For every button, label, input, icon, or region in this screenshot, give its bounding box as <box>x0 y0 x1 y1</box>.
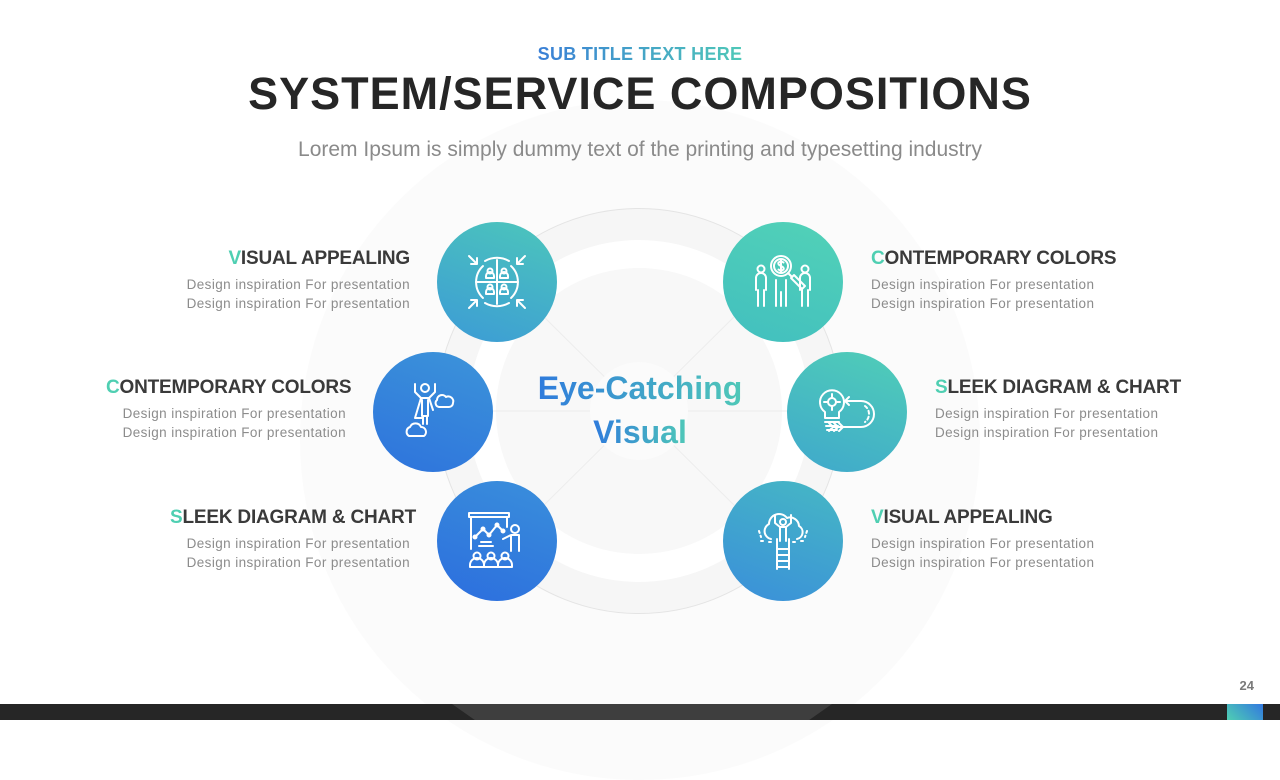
node-contemporary-colors-mid[interactable] <box>373 352 493 472</box>
node-visual-appealing-top[interactable] <box>437 222 557 342</box>
page-number: 24 <box>1239 678 1254 693</box>
teamwork-globe-icon <box>468 255 526 309</box>
item-sleek-diagram-bottom: SLEEK DIAGRAM & CHART Design inspiration… <box>170 507 416 572</box>
item-heading: SLEEK DIAGRAM & CHART <box>170 507 416 529</box>
page-title: SYSTEM/SERVICE COMPOSITIONS <box>248 68 1032 119</box>
item-desc-line: Design inspiration For presentation <box>935 425 1159 440</box>
money-search-people-icon <box>755 255 811 307</box>
item-heading-rest: LEEK DIAGRAM & CHART <box>947 377 1181 398</box>
item-desc-line: Design inspiration For presentation <box>122 406 346 421</box>
footer-shade <box>452 704 832 720</box>
item-contemporary-colors-top: CONTEMPORARY COLORS Design inspiration F… <box>871 248 1117 313</box>
superhero-cloud-icon <box>405 383 455 437</box>
center-line-1: Eye-Catching <box>537 370 743 406</box>
item-heading-rest: ONTEMPORARY COLORS <box>119 377 352 398</box>
item-heading: CONTEMPORARY COLORS <box>871 248 1117 270</box>
lightbulb-target-arrow-icon <box>819 389 875 432</box>
node-contemporary-colors-top[interactable] <box>723 222 843 342</box>
center-core <box>590 362 688 460</box>
item-desc-line: Design inspiration For presentation <box>186 536 410 551</box>
item-desc-line: Design inspiration For presentation <box>871 277 1095 292</box>
item-desc-line: Design inspiration For presentation <box>935 406 1159 421</box>
item-initial: V <box>871 507 884 528</box>
item-desc-line: Design inspiration For presentation <box>186 555 410 570</box>
item-heading: SLEEK DIAGRAM & CHART <box>935 377 1181 399</box>
item-heading: VISUAL APPEALING <box>170 248 410 270</box>
subtitle: SUB TITLE TEXT HERE <box>537 44 743 64</box>
item-desc-line: Design inspiration For presentation <box>186 277 410 292</box>
item-initial: V <box>228 248 241 269</box>
item-initial: C <box>871 248 885 269</box>
cloud-ladder-success-icon <box>758 513 808 570</box>
item-heading: VISUAL APPEALING <box>871 507 1111 529</box>
item-desc-line: Design inspiration For presentation <box>871 296 1095 311</box>
item-desc-line: Design inspiration For presentation <box>871 555 1095 570</box>
item-contemporary-colors-mid: CONTEMPORARY COLORS Design inspiration F… <box>106 377 352 442</box>
item-heading-rest: ISUAL APPEALING <box>240 248 410 269</box>
item-visual-appealing-top: VISUAL APPEALING Design inspiration For … <box>170 248 411 313</box>
center-line-2: Visual <box>593 414 687 450</box>
footer-accent-chip <box>1227 704 1263 720</box>
node-visual-appealing-bottom[interactable] <box>723 481 843 601</box>
node-sleek-diagram-bottom[interactable] <box>437 481 557 601</box>
center-label: Eye-Catching Visual <box>500 366 780 454</box>
item-heading-rest: ISUAL APPEALING <box>883 507 1053 528</box>
node-sleek-diagram-mid[interactable] <box>787 352 907 472</box>
item-sleek-diagram-mid: SLEEK DIAGRAM & CHART Design inspiration… <box>935 377 1181 442</box>
item-heading: CONTEMPORARY COLORS <box>106 377 352 399</box>
item-initial: S <box>170 507 183 528</box>
lead-text: Lorem Ipsum is simply dummy text of the … <box>298 138 982 161</box>
item-desc-line: Design inspiration For presentation <box>871 536 1095 551</box>
item-initial: C <box>106 377 120 398</box>
item-visual-appealing-bottom: VISUAL APPEALING Design inspiration For … <box>871 507 1111 572</box>
item-heading-rest: ONTEMPORARY COLORS <box>884 248 1117 269</box>
item-desc-line: Design inspiration For presentation <box>186 296 410 311</box>
item-initial: S <box>935 377 948 398</box>
item-heading-rest: LEEK DIAGRAM & CHART <box>182 507 416 528</box>
item-desc-line: Design inspiration For presentation <box>122 425 346 440</box>
presentation-board-icon <box>468 512 520 568</box>
